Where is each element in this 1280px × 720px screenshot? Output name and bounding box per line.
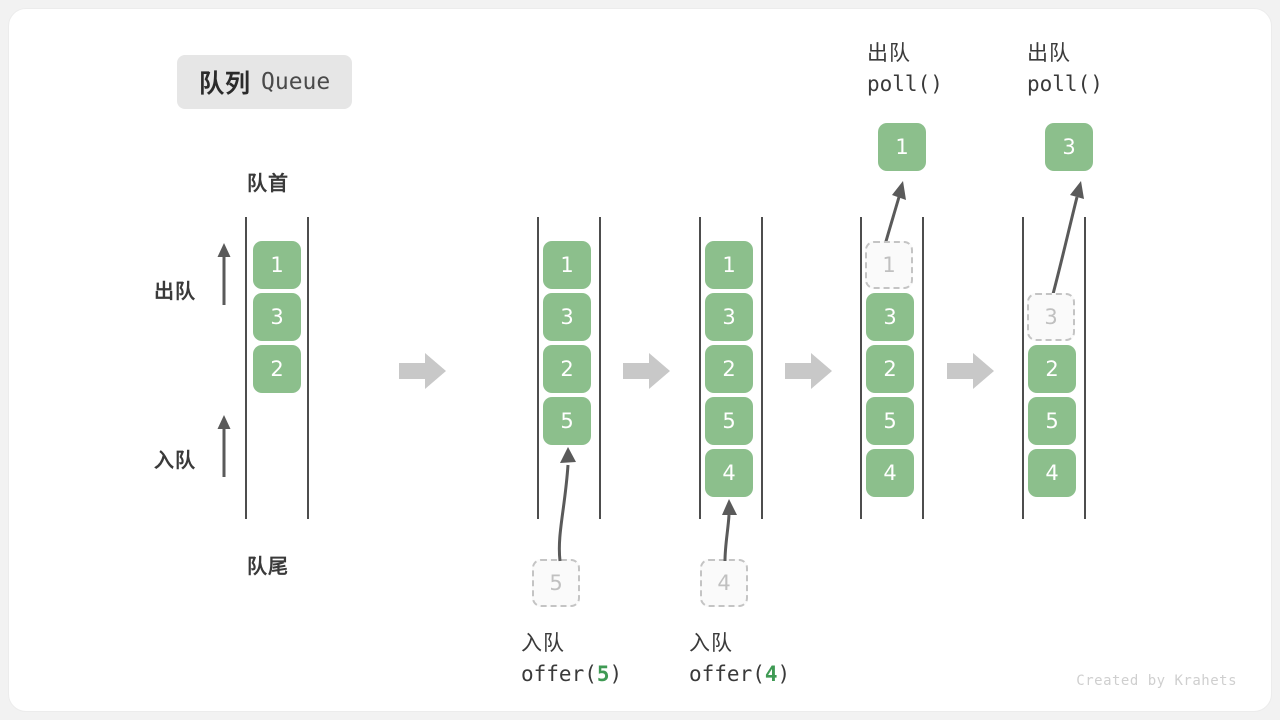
queue-rail-left-3 [699, 217, 701, 519]
incoming-element-ghost: 4 [700, 559, 748, 607]
queue-cell: 3 [543, 293, 591, 341]
incoming-element-ghost: 5 [532, 559, 580, 607]
offer-5-caption: 入队 offer(5) [521, 629, 622, 690]
queue-cell: 3 [253, 293, 301, 341]
poll-1-caption-cn: 出队 [867, 42, 911, 65]
queue-cell: 5 [543, 397, 591, 445]
queue-rail-right-2 [599, 217, 601, 519]
offer-4-caption-cn: 入队 [689, 632, 733, 655]
title-cn: 队列 [199, 70, 252, 98]
offer-5-caption-cn: 入队 [521, 632, 565, 655]
queue-cell: 2 [705, 345, 753, 393]
queue-cell: 5 [705, 397, 753, 445]
diagram-title-chip: 队列 Queue [177, 55, 353, 109]
queue-cell: 2 [543, 345, 591, 393]
outgoing-element: 3 [1045, 123, 1093, 171]
queue-cell: 2 [1028, 345, 1076, 393]
front-label: 队首 [247, 173, 289, 195]
queue-cell: 2 [866, 345, 914, 393]
queue-rail-right-5 [1084, 217, 1086, 519]
queue-cell: 1 [543, 241, 591, 289]
queue-cell: 3 [866, 293, 914, 341]
queue-cell-ghost: 3 [1027, 293, 1075, 341]
queue-rail-right-4 [922, 217, 924, 519]
outgoing-element: 1 [878, 123, 926, 171]
queue-rail-left-4 [860, 217, 862, 519]
queue-rail-right-1 [307, 217, 309, 519]
queue-cell: 2 [253, 345, 301, 393]
enqueue-direction-arrow [217, 415, 231, 477]
poll-3-caption-cn: 出队 [1027, 42, 1071, 65]
queue-cell: 4 [866, 449, 914, 497]
stage-transition-arrow [785, 353, 832, 389]
queue-rail-right-3 [761, 217, 763, 519]
offer-5-caption-code: offer(5) [521, 662, 623, 687]
queue-cell: 4 [1028, 449, 1076, 497]
watermark: Created by Krahets [1076, 673, 1237, 689]
offer-4-caption: 入队 offer(4) [689, 629, 790, 690]
enqueue-label: 入队 [154, 450, 196, 472]
dequeue-motion-arrow [1047, 181, 1084, 310]
title-en: Queue [261, 69, 331, 95]
enqueue-motion-arrow [722, 499, 737, 562]
stage-transition-arrow [947, 353, 994, 389]
queue-rail-left-5 [1022, 217, 1024, 519]
queue-rail-left-1 [245, 217, 247, 519]
poll-3-caption-code: poll() [1027, 72, 1103, 97]
queue-cell: 5 [1028, 397, 1076, 445]
queue-cell: 1 [253, 241, 301, 289]
poll-3-caption: 出队 poll() [1027, 39, 1103, 100]
offer-4-caption-code: offer(4) [689, 662, 791, 687]
queue-cell-ghost: 1 [865, 241, 913, 289]
queue-cell: 3 [705, 293, 753, 341]
queue-rail-left-2 [537, 217, 539, 519]
dequeue-label: 出队 [154, 281, 196, 303]
poll-1-caption: 出队 poll() [867, 39, 943, 100]
rear-label: 队尾 [247, 556, 289, 578]
diagram-card: 队列 Queue 队首 队尾 出队 入队 1 3 2 1 3 [8, 8, 1272, 712]
poll-1-caption-code: poll() [867, 72, 943, 97]
enqueue-motion-arrow [557, 447, 576, 562]
queue-cell: 1 [705, 241, 753, 289]
dequeue-direction-arrow [217, 243, 231, 305]
stage-transition-arrow [623, 353, 670, 389]
stage-transition-arrow [399, 353, 446, 389]
queue-cell: 4 [705, 449, 753, 497]
queue-cell: 5 [866, 397, 914, 445]
